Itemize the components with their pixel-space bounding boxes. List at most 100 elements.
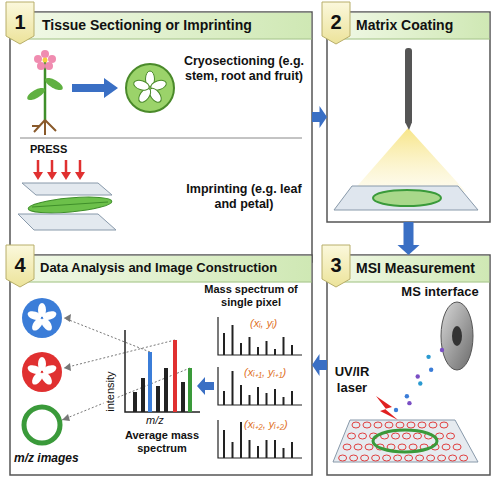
pixel-spot bbox=[409, 444, 417, 450]
part-label: MS interface bbox=[392, 284, 488, 300]
pixel-spot bbox=[453, 444, 461, 450]
pixel-spot bbox=[372, 455, 380, 461]
spectrum-bar bbox=[283, 448, 285, 458]
spectrum-bar bbox=[181, 382, 185, 412]
step-panel: Matrix Coating bbox=[327, 12, 490, 222]
ion bbox=[407, 401, 411, 405]
step-panel: Tissue Sectioning or ImprintingCryosecti… bbox=[10, 12, 312, 262]
panel-heading: Tissue Sectioning or Imprinting bbox=[42, 16, 308, 34]
pixel-spot bbox=[460, 455, 468, 461]
spectrum-bar bbox=[240, 385, 242, 405]
ion bbox=[429, 368, 433, 372]
flow-arrow bbox=[312, 354, 327, 376]
spectrum-bar bbox=[283, 337, 285, 355]
pixel-spot bbox=[385, 422, 393, 428]
plant bbox=[25, 50, 174, 135]
pixel-coordinate: (xᵢ, yᵢ) bbox=[250, 317, 310, 330]
pixel-spot bbox=[396, 422, 404, 428]
ion bbox=[418, 381, 422, 385]
pixel-spot bbox=[394, 455, 402, 461]
spectrum-bar bbox=[164, 368, 168, 412]
pixel-spot bbox=[429, 422, 437, 428]
ion bbox=[426, 355, 430, 359]
spectrum-bar bbox=[274, 349, 276, 355]
pixel-spot bbox=[339, 455, 347, 461]
spectrum-bar bbox=[257, 347, 259, 355]
pixel-spot bbox=[392, 433, 400, 439]
spectrum-bar bbox=[173, 340, 177, 412]
panel-heading: MSI Measurement bbox=[356, 259, 486, 277]
spectrum-bar bbox=[249, 337, 251, 355]
petal bbox=[26, 310, 42, 322]
mz-images bbox=[22, 298, 62, 443]
ion bbox=[394, 408, 398, 412]
pixel-spot bbox=[354, 444, 362, 450]
spectrum-bar bbox=[156, 386, 160, 412]
pixel-spot bbox=[365, 444, 373, 450]
spectrum-bar bbox=[249, 440, 251, 458]
step-panel: Data Analysis and Image ConstructionMass… bbox=[10, 255, 312, 475]
caption-text: m/z images bbox=[14, 451, 98, 465]
spectrum-bar bbox=[274, 389, 276, 405]
pixel-coordinate: (xᵢ₊₂, yᵢ₊₂) bbox=[244, 418, 310, 431]
petal bbox=[132, 78, 150, 92]
flow-arrow bbox=[312, 106, 327, 128]
caption-text: Mass spectrum of single pixel bbox=[196, 283, 306, 309]
pixel-spot bbox=[343, 444, 351, 450]
pixel-spot bbox=[427, 455, 435, 461]
method-text: Cryosectioning (e.g. stem, root and frui… bbox=[182, 54, 306, 84]
spectrum-bar bbox=[291, 345, 293, 355]
pixel-spot bbox=[414, 433, 422, 439]
flow-arrow bbox=[398, 222, 420, 255]
spectrum-bar bbox=[291, 442, 293, 458]
pixel-spot bbox=[405, 455, 413, 461]
ion bbox=[416, 374, 420, 378]
pixel-spot bbox=[447, 433, 455, 439]
panel-heading: Matrix Coating bbox=[356, 16, 486, 34]
ion bbox=[440, 348, 444, 352]
spectrum-bar bbox=[223, 430, 225, 458]
pixel-spot bbox=[352, 422, 360, 428]
ion bbox=[405, 394, 409, 398]
spectrum-bar bbox=[240, 422, 242, 458]
axis-label: intensity bbox=[103, 370, 116, 414]
panel-heading: Data Analysis and Image Construction bbox=[40, 259, 310, 277]
spectrum-bar bbox=[249, 395, 251, 405]
spectrum-bar bbox=[223, 391, 225, 405]
spectrum-bar bbox=[291, 391, 293, 405]
pixel-spot bbox=[442, 444, 450, 450]
imprint-press bbox=[33, 160, 85, 180]
spectrum-bar bbox=[274, 440, 276, 458]
method-text: Imprinting (e.g. leaf and petal) bbox=[182, 182, 306, 212]
pixel-spot bbox=[363, 422, 371, 428]
spectrum-bar bbox=[232, 325, 234, 355]
pixel-spot bbox=[374, 422, 382, 428]
spectrum-bar bbox=[257, 387, 259, 405]
callout-number: 2 bbox=[322, 10, 350, 34]
press-label: PRESS bbox=[30, 143, 90, 156]
step-panel: MSI Measurement MS interfaceUV/IR laser bbox=[327, 255, 490, 475]
callout-number: 1 bbox=[6, 10, 34, 34]
part-label: UV/IR laser bbox=[330, 364, 374, 395]
pixel-spot bbox=[438, 455, 446, 461]
spectrum-bar bbox=[266, 393, 268, 405]
pixel-spot bbox=[407, 422, 415, 428]
spectrum-bar bbox=[141, 378, 145, 412]
spectrum-bar bbox=[188, 368, 192, 412]
pixel-spot bbox=[348, 433, 356, 439]
spectrum-bar bbox=[223, 333, 225, 355]
pixel-spot bbox=[350, 455, 358, 461]
axis-label: m/z bbox=[146, 414, 176, 427]
pixel-spot bbox=[449, 455, 457, 461]
pixel-coordinate: (xᵢ₊₁, yᵢ₊₁) bbox=[244, 366, 310, 379]
pixel-spot bbox=[418, 422, 426, 428]
spectrum-bar bbox=[283, 397, 285, 405]
spectrum-bar bbox=[257, 446, 259, 458]
pixel-spot bbox=[383, 455, 391, 461]
caption-text: Average mass spectrum bbox=[112, 429, 212, 455]
petal bbox=[26, 364, 42, 376]
spectrum-bar bbox=[232, 371, 234, 405]
pixel-spot bbox=[440, 422, 448, 428]
spectrum-bar bbox=[232, 442, 234, 458]
spectrum-bar bbox=[240, 343, 242, 355]
